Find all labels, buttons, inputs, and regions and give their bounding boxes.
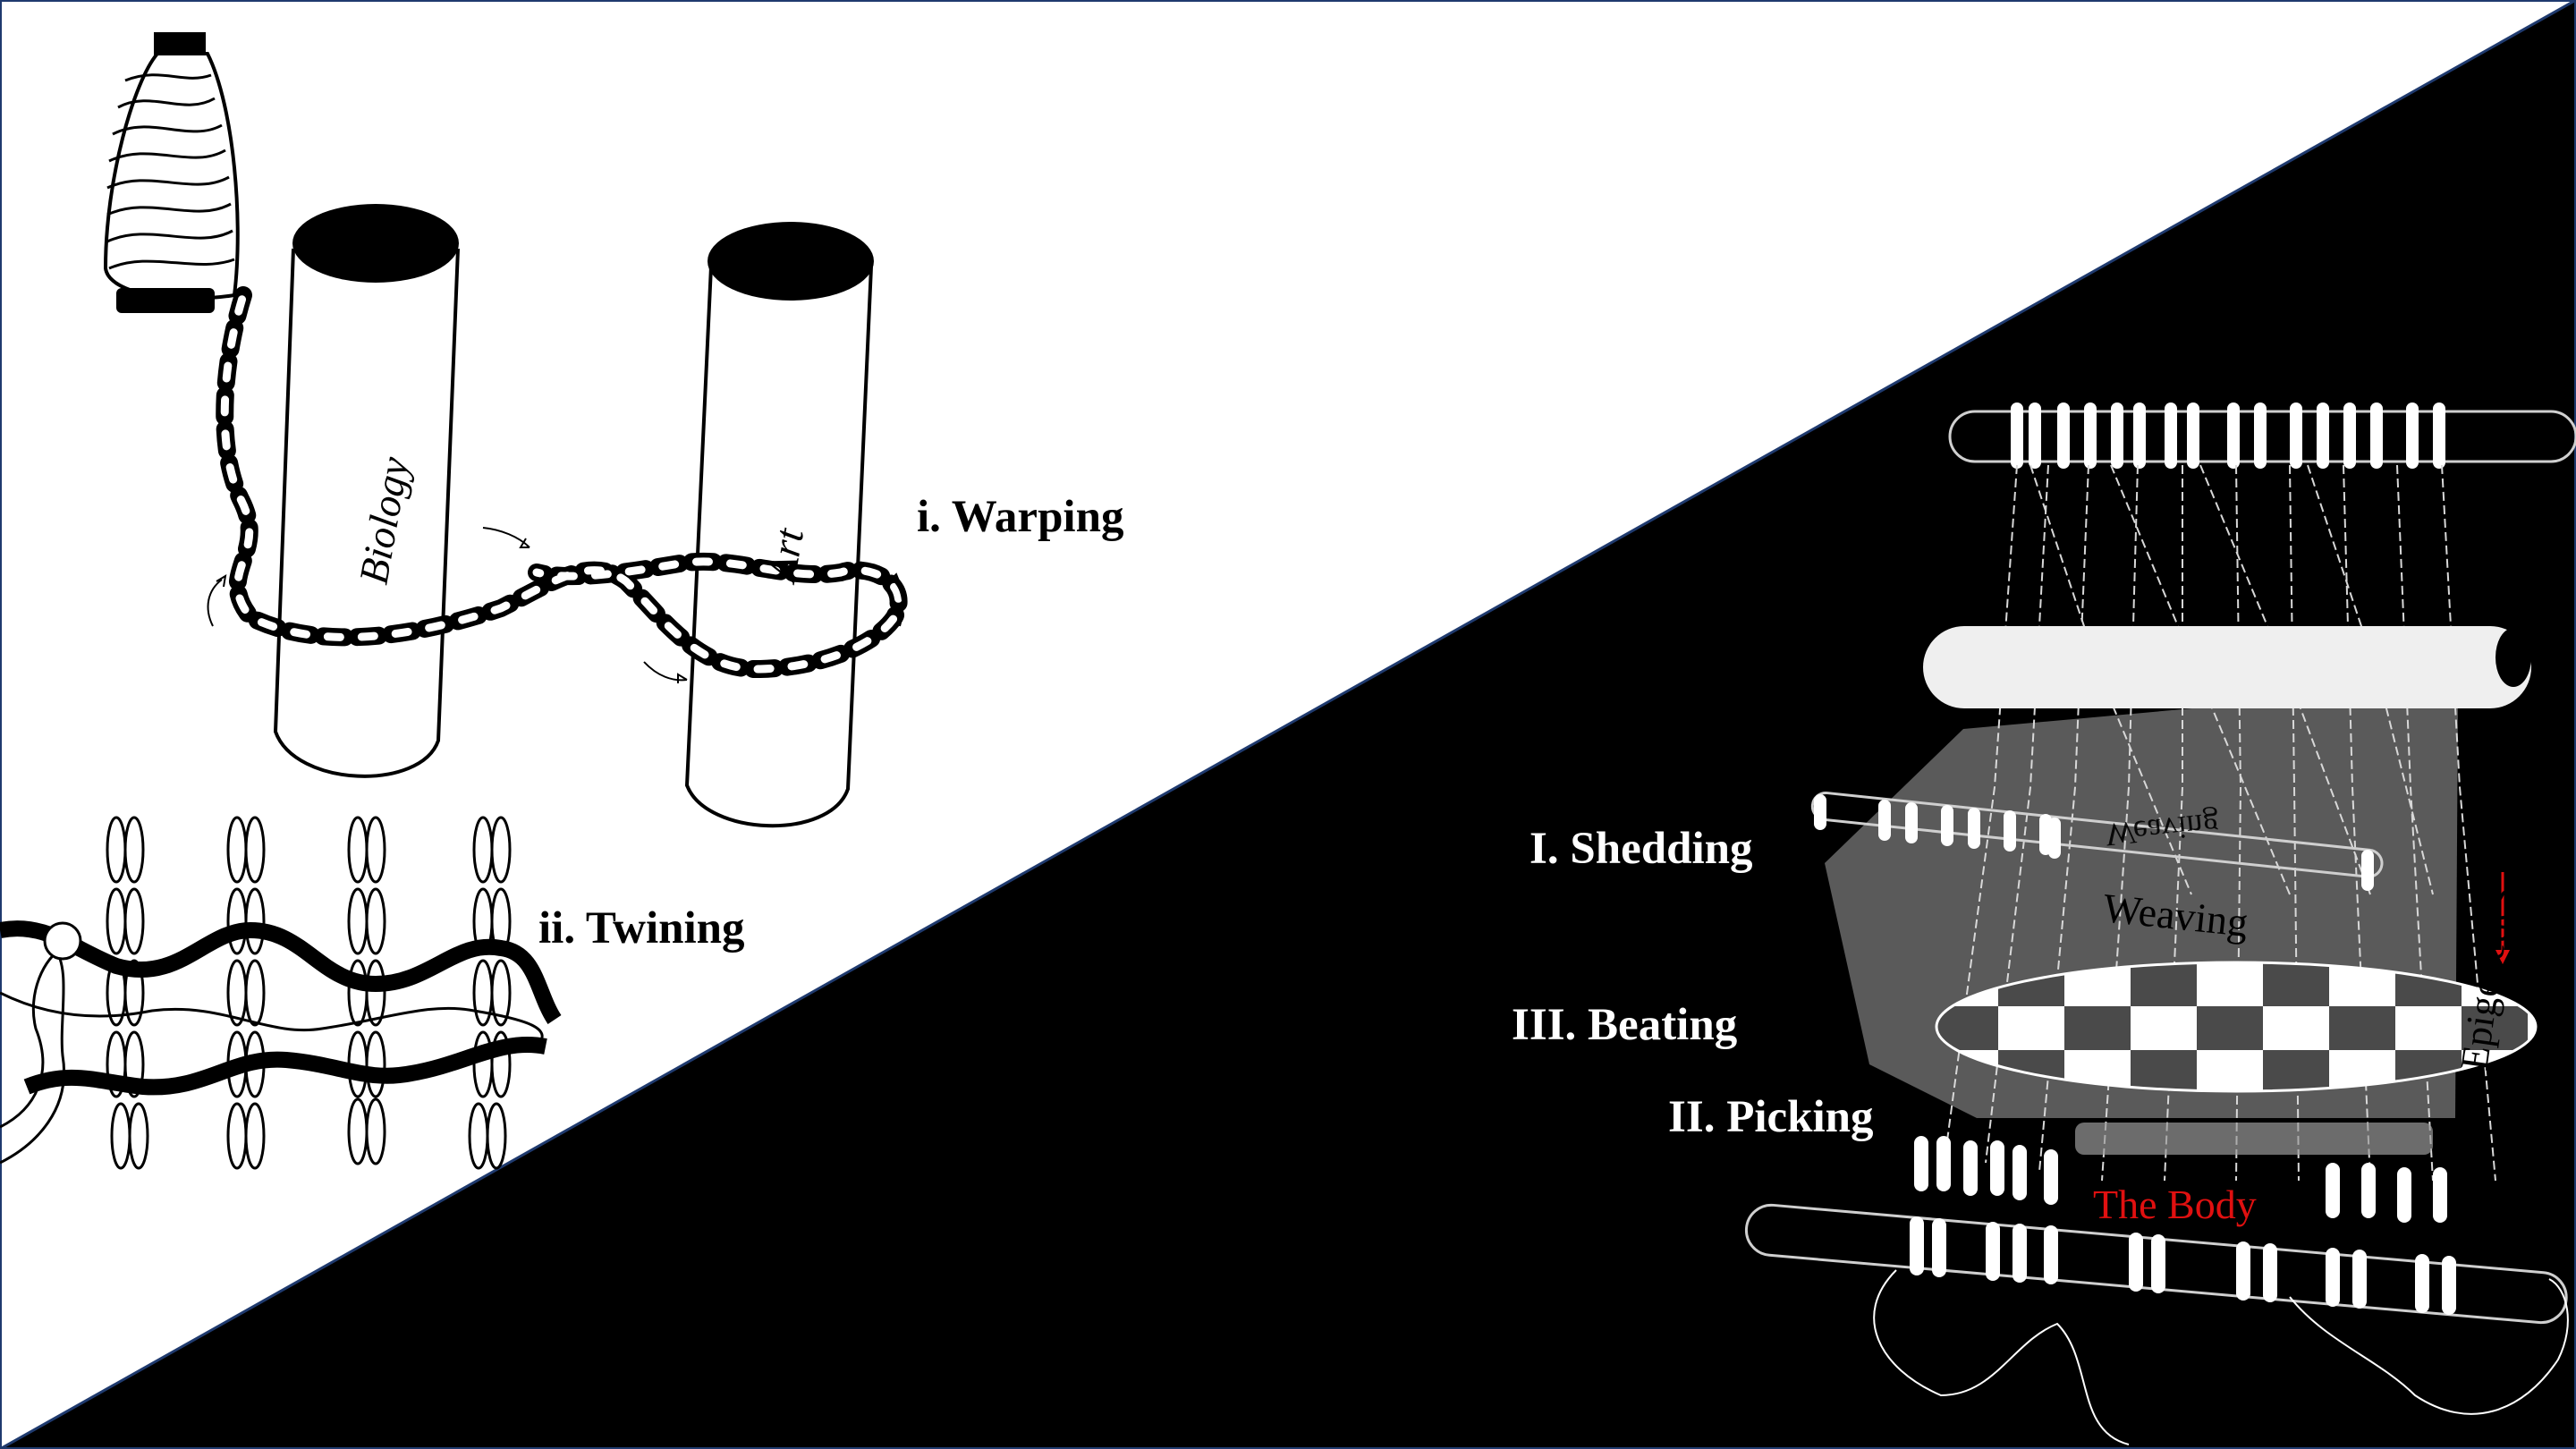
- body-outline-left: [1873, 1269, 2130, 1445]
- twining-warp-1: [106, 816, 149, 1170]
- pillar-label-art: Art: [758, 524, 812, 588]
- label-beating: III. Beating: [1512, 1000, 1737, 1050]
- direction-arrows-icon: [207, 527, 904, 683]
- weft-strand-lower: [23, 1037, 547, 1096]
- shedding-rod-loops: [1814, 794, 2374, 891]
- twining-sketch: [0, 816, 562, 1170]
- twining-warp-3: [347, 816, 386, 1165]
- beating-shuttle: [1936, 962, 2536, 1091]
- epigenetics-arrow-icon: [2496, 872, 2510, 964]
- bottom-beam-loops: [1910, 1216, 2456, 1315]
- label-twining: ii. Twining: [538, 903, 745, 953]
- pillar-art: [684, 222, 874, 828]
- lower-loops: [1914, 1136, 2447, 1223]
- shedding-rod: [1810, 791, 2384, 878]
- woven-cloth: [2075, 1123, 2433, 1155]
- label-picking: II. Picking: [1668, 1092, 1874, 1142]
- upper-beam: [1923, 626, 2531, 708]
- twining-warp-4: [468, 816, 512, 1170]
- label-shedding: I. Shedding: [1530, 824, 1752, 874]
- loom: [1744, 402, 2576, 1445]
- loom-label-body: The Body: [2093, 1182, 2257, 1227]
- yarn-spool-icon: [103, 32, 240, 313]
- weft-strand-upper: [0, 920, 562, 1024]
- top-beam-loops: [2011, 402, 2445, 469]
- label-warping: i. Warping: [917, 492, 1123, 542]
- body-outline-right: [2289, 1278, 2569, 1415]
